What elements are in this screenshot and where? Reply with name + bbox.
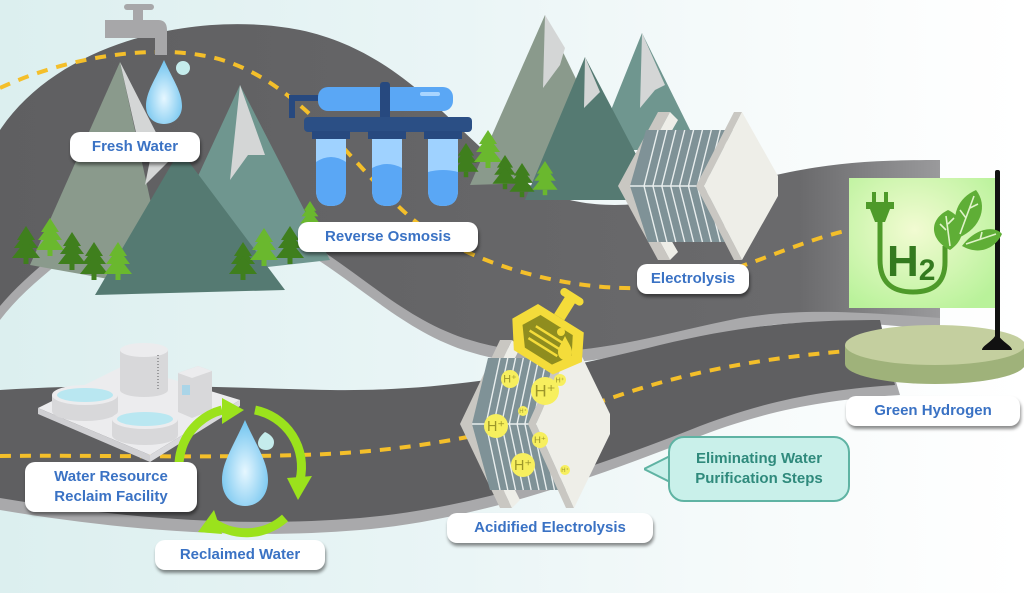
label-water-reclaim-facility: Water Resource Reclaim Facility <box>25 462 197 512</box>
cable-icon <box>877 222 948 295</box>
label-text: Green Hydrogen <box>874 402 992 419</box>
label-text: Acidified Electrolysis <box>474 519 626 536</box>
acid-drop-small-icon <box>557 328 565 336</box>
pine-tree-icon <box>532 161 558 196</box>
svg-text:H⁺: H⁺ <box>514 458 532 474</box>
pine-tree-icon <box>474 130 502 168</box>
label-reclaimed-water: Reclaimed Water <box>155 540 325 570</box>
label-line-1: Water Resource <box>54 468 168 485</box>
pine-tree-icon <box>453 143 479 178</box>
small-drop-icon <box>176 61 190 75</box>
pine-tree-icon <box>229 242 257 280</box>
pine-tree-icon <box>36 218 64 256</box>
hydrogen-ion-icon: H⁺ <box>554 374 566 386</box>
flag-pole-icon <box>982 170 1012 350</box>
plug-icon <box>866 192 894 222</box>
label-line-2: Reclaim Facility <box>54 488 168 505</box>
small-reclaimed-drop-icon <box>258 432 274 450</box>
hydrogen-ion-icon: H⁺ <box>560 465 570 475</box>
svg-text:H⁺: H⁺ <box>503 374 517 386</box>
hydrogen-ions: H⁺H⁺H⁺H⁺H⁺H⁺H⁺H⁺ <box>484 370 570 477</box>
callout-line-2: Purification Steps <box>695 470 823 487</box>
svg-text:H⁺: H⁺ <box>487 419 505 435</box>
svg-text:H⁺: H⁺ <box>535 382 556 401</box>
recycle-arrow-heads <box>198 398 312 534</box>
reclaimed-water-drop-icon <box>222 420 268 506</box>
callout-eliminating-purification: Eliminating Water Purification Steps <box>668 436 850 502</box>
label-text: Reverse Osmosis <box>325 228 451 245</box>
pine-tree-icon <box>492 155 518 190</box>
label-acidified-electrolysis: Acidified Electrolysis <box>447 513 653 543</box>
svg-text:H⁺: H⁺ <box>534 435 546 446</box>
hydrogen-ion-icon: H⁺ <box>518 406 528 416</box>
pine-tree-icon <box>276 226 304 264</box>
green-hydrogen-flag: H2 <box>849 178 1002 308</box>
left-trees <box>12 201 320 280</box>
hydrogen-ion-icon: H⁺ <box>501 370 519 388</box>
h2-symbol: H2 <box>887 237 935 287</box>
electrolyzer-icon <box>618 112 778 260</box>
label-text: Fresh Water <box>91 138 179 155</box>
hydrogen-ion-icon: H⁺ <box>532 432 548 448</box>
hydrogen-platform-icon <box>845 325 1024 384</box>
svg-text:H⁺: H⁺ <box>561 467 569 474</box>
faucet-icon <box>105 4 167 55</box>
svg-text:H⁺: H⁺ <box>519 408 527 415</box>
callout-line-1: Eliminating Water <box>695 450 823 467</box>
pine-tree-icon <box>509 163 535 198</box>
acid-drop-icon <box>558 336 572 360</box>
pine-tree-icon <box>104 242 132 280</box>
hydrogen-ion-icon: H⁺ <box>531 377 559 405</box>
label-reverse-osmosis: Reverse Osmosis <box>298 222 478 252</box>
svg-text:H⁺: H⁺ <box>556 375 565 384</box>
pine-tree-icon <box>80 242 108 280</box>
reverse-osmosis-filter-icon <box>289 82 472 206</box>
right-trees <box>453 130 558 198</box>
pine-tree-icon <box>12 226 40 264</box>
hydrogen-ion-icon: H⁺ <box>484 414 508 438</box>
label-electrolysis: Electrolysis <box>637 264 749 294</box>
label-fresh-water: Fresh Water <box>70 132 200 162</box>
label-text: Electrolysis <box>650 270 736 287</box>
hydrogen-ion-icon: H⁺ <box>511 453 535 477</box>
label-green-hydrogen: Green Hydrogen <box>846 396 1020 426</box>
label-text: Reclaimed Water <box>179 546 301 563</box>
pine-tree-icon <box>250 228 278 266</box>
water-drop-icon <box>146 60 182 124</box>
pine-tree-icon <box>58 232 86 270</box>
pine-tree-icon <box>300 201 320 228</box>
